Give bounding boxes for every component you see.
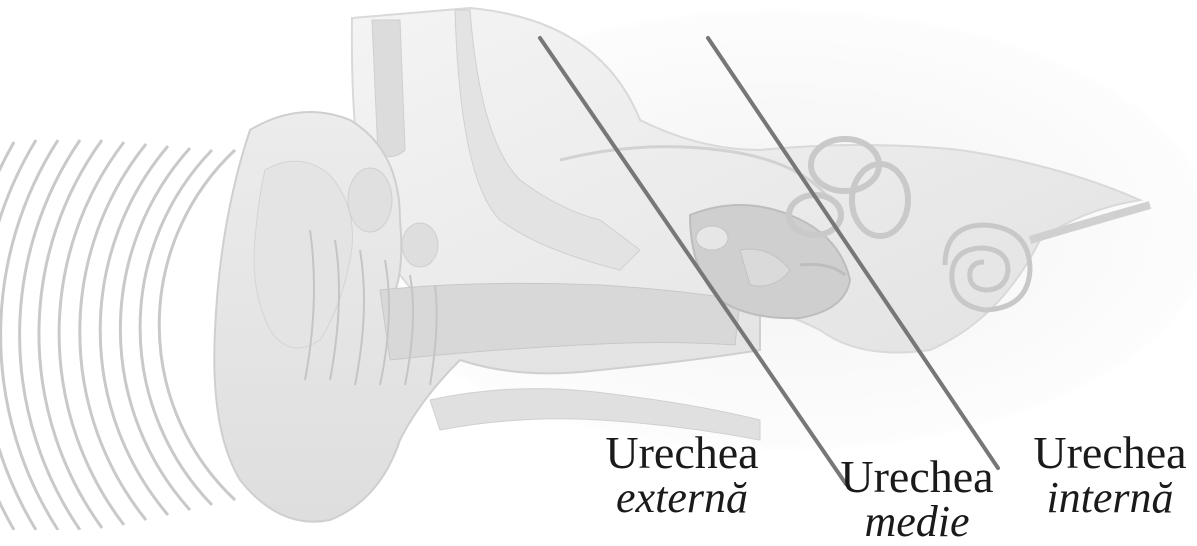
label-inner-ear: Urechea internă: [1020, 430, 1197, 520]
label-middle-line2: medie: [828, 500, 1006, 544]
label-external-line2: externă: [592, 476, 772, 520]
label-external-ear: Urechea externă: [592, 430, 772, 520]
label-external-line1: Urechea: [592, 430, 772, 476]
label-middle-line1: Urechea: [828, 454, 1006, 500]
label-inner-line1: Urechea: [1020, 430, 1197, 476]
sound-waves-icon: [0, 140, 235, 530]
label-inner-line2: internă: [1020, 476, 1197, 520]
label-middle-ear: Urechea medie: [828, 454, 1006, 544]
